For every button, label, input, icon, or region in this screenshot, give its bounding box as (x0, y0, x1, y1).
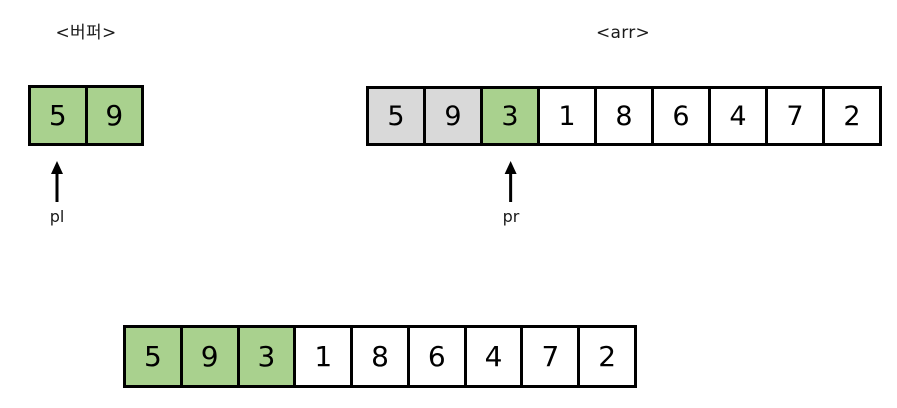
array-cell: 1 (540, 89, 597, 143)
pointer-pr-label: pr (502, 207, 520, 226)
arrow-up-icon (503, 161, 519, 203)
array-cell: 1 (296, 328, 354, 385)
array-cell: 5 (126, 328, 183, 385)
pointer-pl-label: pl (49, 207, 65, 226)
array-cell: 6 (654, 89, 711, 143)
array-cell: 3 (483, 89, 540, 143)
array-cell: 7 (768, 89, 825, 143)
array-cell: 8 (597, 89, 654, 143)
array-cell: 4 (466, 328, 524, 385)
pointer-pl: pl (49, 161, 65, 225)
array-cell: 5 (31, 88, 88, 143)
arrow-up-icon (49, 161, 65, 203)
array-cell: 2 (580, 328, 635, 385)
main-array-label: <arr> (595, 23, 651, 43)
buffer-array-label: <버퍼> (55, 23, 117, 43)
array-cell: 8 (353, 328, 410, 385)
pointer-pr: pr (502, 161, 520, 226)
array-cell: 4 (711, 89, 768, 143)
array-cell: 9 (426, 89, 483, 143)
array-cell: 5 (369, 89, 426, 143)
array-cell: 7 (523, 328, 581, 385)
array-cell: 6 (409, 328, 467, 385)
array-cell: 3 (239, 328, 297, 385)
array-cell: 2 (825, 89, 879, 143)
array-cell: 9 (87, 88, 141, 143)
array-cell: 9 (182, 328, 240, 385)
